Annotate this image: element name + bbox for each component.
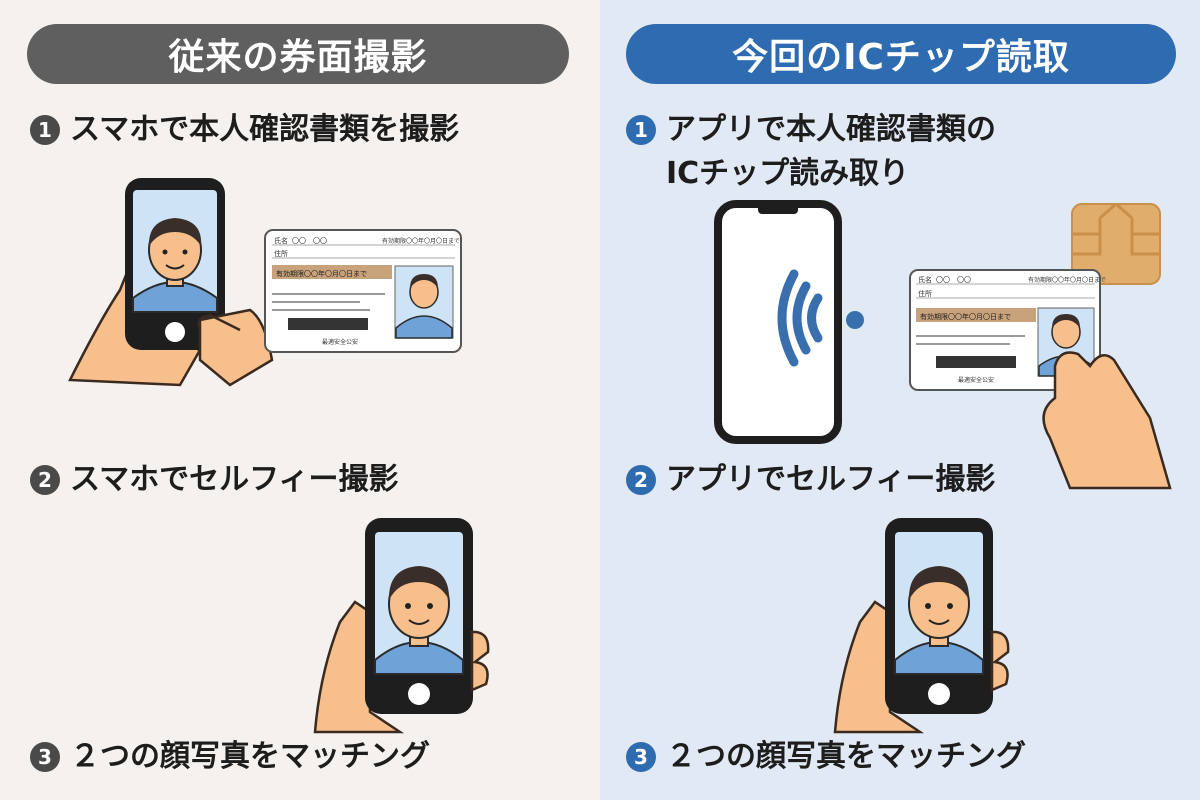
- step-text: アプリで本人確認書類の ICチップ読み取り: [666, 112, 996, 191]
- svg-text:最適安全公安: 最適安全公安: [322, 338, 358, 346]
- step-number-badge: 1: [626, 115, 656, 145]
- phone-and-id-card-illustration: 氏名 〇〇 〇〇 有効期限〇〇年〇月〇日まで 住所 有効期限〇〇年〇月〇日まで …: [68, 178, 462, 387]
- step-number-badge: 2: [626, 465, 656, 495]
- svg-text:有効期限〇〇年〇月〇日まで: 有効期限〇〇年〇月〇日まで: [276, 269, 367, 278]
- left-step-2: 2 スマホでセルフィー撮影: [30, 458, 399, 502]
- left-panel: 従来の券面撮影 1 スマホで本人確認書類を撮影 氏名: [0, 0, 600, 800]
- left-step-3: 3 ２つの顔写真をマッチング: [30, 735, 430, 779]
- svg-text:有効期限〇〇年〇月〇日まで: 有効期限〇〇年〇月〇日まで: [382, 237, 460, 245]
- svg-text:有効期限〇〇年〇月〇日まで: 有効期限〇〇年〇月〇日まで: [1028, 276, 1106, 284]
- nfc-wave-icon: [777, 269, 823, 367]
- ic-chip-reading-illustration: 氏名 〇〇 〇〇 有効期限〇〇年〇月〇日まで 住所 有効期限〇〇年〇月〇日まで …: [714, 200, 1172, 490]
- svg-text:氏名: 氏名: [274, 236, 288, 245]
- step-number-badge: 3: [626, 742, 656, 772]
- svg-text:氏名: 氏名: [918, 275, 932, 284]
- right-header: 今回のICチップ読取: [626, 24, 1176, 84]
- svg-text:住所: 住所: [918, 289, 932, 298]
- step-text: ２つの顔写真をマッチング: [666, 739, 1026, 774]
- step-text: アプリでセルフィー撮影: [666, 462, 996, 497]
- svg-text:〇〇 〇〇: 〇〇 〇〇: [936, 276, 971, 284]
- step-text: スマホでセルフィー撮影: [70, 462, 399, 497]
- svg-text:住所: 住所: [274, 249, 288, 258]
- hand-icon: [1042, 351, 1172, 490]
- step-number-badge: 3: [30, 742, 60, 772]
- svg-text:最適安全公安: 最適安全公安: [958, 376, 994, 384]
- right-step-3: 3 ２つの顔写真をマッチング: [626, 735, 1026, 779]
- right-step-1: 1 アプリで本人確認書類の ICチップ読み取り: [626, 108, 996, 196]
- right-panel: 今回のICチップ読取 1 アプリで本人確認書類の ICチップ読み取り: [600, 0, 1200, 800]
- step-number-badge: 2: [30, 465, 60, 495]
- selfie-phone-illustration: [833, 518, 1010, 734]
- left-step-1: 1 スマホで本人確認書類を撮影: [30, 108, 459, 152]
- step-number-badge: 1: [30, 115, 60, 145]
- left-header: 従来の券面撮影: [27, 24, 569, 84]
- step-text: ２つの顔写真をマッチング: [70, 739, 430, 774]
- right-step-2: 2 アプリでセルフィー撮影: [626, 458, 995, 502]
- svg-text:有効期限〇〇年〇月〇日まで: 有効期限〇〇年〇月〇日まで: [920, 312, 1011, 321]
- selfie-phone-illustration: [313, 518, 490, 734]
- step-text: スマホで本人確認書類を撮影: [70, 112, 460, 147]
- svg-text:〇〇 〇〇: 〇〇 〇〇: [292, 237, 327, 245]
- ic-chip-icon: [1071, 202, 1161, 285]
